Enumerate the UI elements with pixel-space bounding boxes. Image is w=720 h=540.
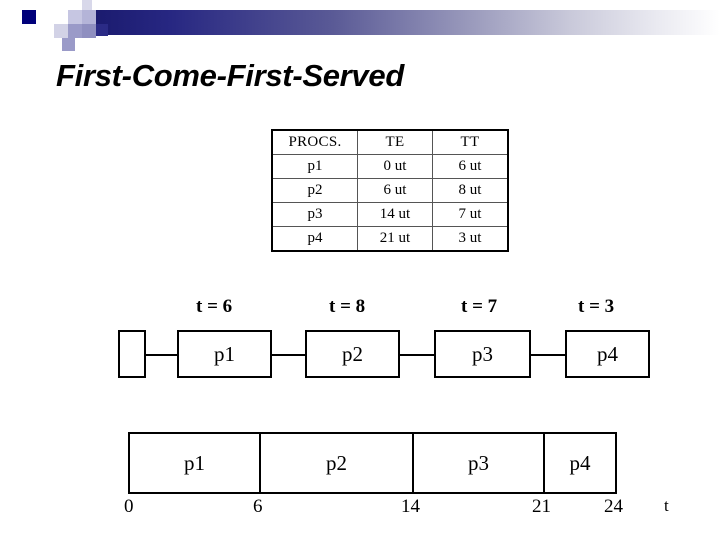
column-header-te: TE — [357, 129, 433, 155]
cell-te: 6 ut — [357, 178, 433, 203]
queue-head-box — [118, 330, 146, 378]
gantt-tick-24: 24 — [604, 496, 623, 517]
banner-gradient-bar — [96, 10, 720, 35]
banner-square-3 — [82, 0, 92, 10]
banner-square-2 — [82, 10, 96, 24]
banner-square-6 — [82, 24, 96, 38]
table-row: p1 0 ut 6 ut — [271, 154, 509, 179]
cell-te: 0 ut — [357, 154, 433, 179]
gantt-tick-0: 0 — [124, 496, 134, 517]
queue-node-p3: p3 — [434, 330, 531, 378]
process-table: PROCS. TE TT p1 0 ut 6 ut p2 6 ut 8 ut p… — [271, 129, 509, 252]
banner-square-0 — [22, 10, 36, 24]
banner-square-1 — [68, 10, 82, 24]
queue-connector-head-p1 — [132, 354, 182, 356]
banner-square-5 — [68, 24, 82, 38]
banner-square-8 — [62, 38, 75, 51]
cell-te: 14 ut — [357, 202, 433, 227]
process-queue-diagram: t = 6 t = 8 t = 7 t = 3 p1 p2 p3 p4 — [0, 288, 720, 388]
cell-tt: 8 ut — [432, 178, 509, 203]
cell-tt: 7 ut — [432, 202, 509, 227]
queue-node-p4: p4 — [565, 330, 650, 378]
queue-connector-p1-p2 — [258, 354, 314, 356]
cell-te: 21 ut — [357, 226, 433, 252]
gantt-segment-p1: p1 — [128, 432, 261, 494]
gantt-chart: p1 p2 p3 p4 0 6 14 21 24 t — [0, 432, 720, 532]
table-row: p3 14 ut 7 ut — [271, 202, 509, 227]
cell-proc: p2 — [271, 178, 358, 203]
column-header-tt: TT — [432, 129, 509, 155]
table-header-row: PROCS. TE TT — [271, 129, 509, 155]
queue-time-label-p4: t = 3 — [578, 296, 615, 317]
banner-square-4 — [54, 24, 68, 38]
queue-time-label-p2: t = 8 — [329, 296, 366, 317]
page-title: First-Come-First-Served — [56, 58, 404, 93]
queue-node-p1: p1 — [177, 330, 272, 378]
cell-proc: p1 — [271, 154, 358, 179]
banner-square-7 — [96, 24, 108, 36]
gantt-segment-p4: p4 — [543, 432, 617, 494]
cell-proc: p3 — [271, 202, 358, 227]
queue-node-p2: p2 — [305, 330, 400, 378]
gantt-axis-label-t: t — [664, 496, 669, 515]
cell-tt: 3 ut — [432, 226, 509, 252]
queue-time-label-p3: t = 7 — [461, 296, 498, 317]
cell-tt: 6 ut — [432, 154, 509, 179]
queue-time-label-p1: t = 6 — [196, 296, 233, 317]
table-row: p4 21 ut 3 ut — [271, 226, 509, 252]
table-row: p2 6 ut 8 ut — [271, 178, 509, 203]
gantt-segment-p3: p3 — [412, 432, 545, 494]
queue-connector-p3-p4 — [518, 354, 574, 356]
gantt-tick-6: 6 — [253, 496, 263, 517]
gantt-tick-21: 21 — [532, 496, 551, 517]
column-header-procs: PROCS. — [271, 129, 358, 155]
gantt-tick-14: 14 — [401, 496, 420, 517]
queue-connector-p2-p3 — [390, 354, 446, 356]
gantt-segment-p2: p2 — [259, 432, 414, 494]
cell-proc: p4 — [271, 226, 358, 252]
